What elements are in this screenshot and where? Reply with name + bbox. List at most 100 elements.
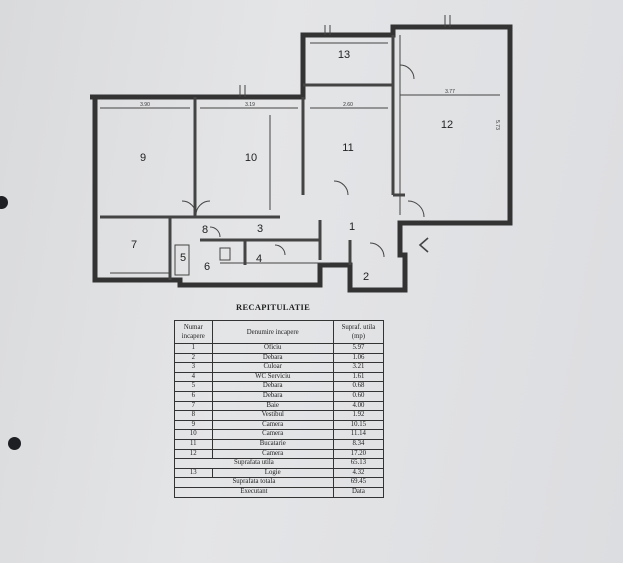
data-label: Data [332, 486, 385, 498]
total-label: Suprafata totala [174, 477, 334, 488]
room-label-1: 1 [349, 221, 355, 233]
row-nr: 10 [174, 429, 213, 440]
row-area: 11.14 [332, 429, 385, 440]
toilet-icon [219, 247, 231, 261]
room-label-13: 13 [338, 49, 350, 61]
outer-wall [90, 24, 513, 293]
row-name: Camera [211, 448, 334, 460]
door-swing [209, 226, 221, 238]
row-name: Debara [211, 352, 334, 364]
row-name: Debara [211, 381, 334, 392]
row-name: Logie [211, 467, 334, 479]
row-name: Oficiu [211, 343, 334, 354]
row-area: 1.92 [332, 410, 385, 421]
room-label-10: 10 [245, 152, 257, 164]
row-name: Baie [211, 400, 334, 412]
dimension-label: 5.73 [494, 120, 500, 130]
dimension-label: 3.77 [445, 89, 455, 95]
row-area: 4.32 [332, 467, 385, 479]
row-nr: 7 [174, 400, 213, 412]
door-swing [195, 200, 211, 216]
binder-hole [0, 196, 8, 209]
row-nr: 3 [174, 362, 213, 373]
room-label-2: 2 [363, 271, 369, 283]
row-nr: 1 [174, 343, 213, 354]
floor-plan-drawing: 9 10 11 12 13 1 2 3 4 5 6 7 8 3.90 3.19 … [90, 15, 513, 293]
dimension-lines [110, 35, 401, 274]
row-nr: 8 [174, 410, 213, 421]
door-swing [407, 200, 425, 218]
room-label-4: 4 [256, 253, 262, 265]
row-name: Camera [211, 419, 334, 431]
row-nr: 5 [174, 381, 213, 392]
row-name: WC Serviciu [211, 371, 334, 383]
total-value: 69.45 [332, 477, 385, 488]
row-area: 10.15 [332, 419, 385, 431]
dimension-label: 3.19 [245, 102, 255, 108]
recap-table: Numar incapere Denumire incapere Supraf.… [174, 320, 385, 498]
row-name: Debara [211, 390, 334, 402]
room-label-12: 12 [441, 119, 453, 131]
room-label-11: 11 [342, 142, 353, 154]
util-label: Suprafata utila [174, 458, 334, 469]
row-nr: 4 [174, 371, 213, 383]
row-nr: 12 [174, 448, 213, 460]
row-area: 17.20 [332, 448, 385, 460]
header-area: Supraf. utila (mp) [332, 320, 385, 344]
row-area: 0.68 [332, 381, 385, 392]
door-swing [369, 242, 385, 258]
dimension-label: 3.90 [140, 102, 150, 108]
row-nr: 13 [174, 467, 213, 479]
room-label-6: 6 [204, 261, 210, 273]
entrance-arrow [418, 237, 429, 253]
interior-walls [100, 35, 405, 280]
row-nr: 9 [174, 419, 213, 431]
row-name: Camera [211, 429, 334, 440]
room-label-9: 9 [140, 152, 146, 164]
header-name: Denumire incapere [211, 320, 334, 344]
util-value: 65.13 [332, 458, 385, 469]
row-area: 3.21 [332, 362, 385, 373]
floor-plan: 9 10 11 12 13 1 2 3 4 5 6 7 8 3.90 3.19 … [70, 5, 530, 300]
room-label-8: 8 [202, 224, 208, 236]
room-label-7: 7 [131, 239, 137, 251]
row-name: Vestibul [211, 410, 334, 421]
window-marks [239, 15, 451, 97]
row-name: Bucatarie [211, 438, 334, 450]
row-nr: 6 [174, 390, 213, 402]
bathtub-icon [174, 244, 190, 276]
dimension-label: 2.60 [343, 102, 353, 108]
row-area: 0.60 [332, 390, 385, 402]
row-area: 8.34 [332, 438, 385, 450]
executant-label: Executant [174, 486, 334, 498]
door-swing [333, 180, 349, 196]
row-nr: 11 [174, 438, 213, 450]
door-swing [274, 244, 286, 256]
binder-hole [8, 437, 21, 450]
room-label-3: 3 [257, 223, 263, 235]
table-header-row: Numar incapere Denumire incapere Supraf.… [174, 320, 385, 344]
recap-title: RECAPITULATIE [236, 302, 311, 312]
row-area: 1.61 [332, 371, 385, 383]
row-area: 5.97 [332, 343, 385, 354]
dimension-lines [100, 94, 500, 109]
header-nr: Numar incapere [174, 320, 213, 344]
room-label-5: 5 [180, 252, 186, 264]
